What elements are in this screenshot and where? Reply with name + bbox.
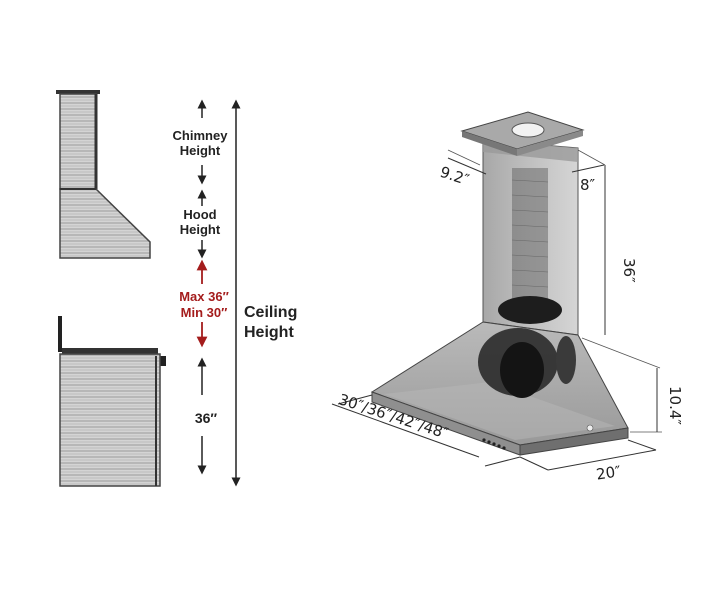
counter-height-label: 36″ [195, 410, 218, 426]
hood-height-dimension: 10.4″ [666, 386, 684, 425]
max-height-label: Max 36″ [179, 289, 229, 304]
hood-height-label-2: Height [180, 222, 221, 237]
depth-dimension: 20″ [595, 462, 622, 483]
chimney-height-label-1: Chimney [173, 128, 229, 143]
chimney-height-label-2: Height [180, 143, 221, 158]
ceiling-height-label-2: Height [244, 324, 294, 341]
top-depth-dimension: 8″ [580, 176, 596, 194]
chimney-height-dimension: 36″ [620, 258, 638, 283]
hood-side-profile [56, 90, 151, 259]
min-height-label: Min 30″ [181, 305, 228, 320]
hood-3d-view [370, 111, 662, 456]
height-arrows [196, 99, 241, 487]
ceiling-height-label-1: Ceiling [244, 304, 297, 321]
top-width-dimension: 9.2″ [438, 163, 472, 189]
hood-height-label-1: Hood [183, 207, 216, 222]
hood-dimension-lines [331, 157, 658, 471]
range-side-profile [58, 316, 166, 487]
